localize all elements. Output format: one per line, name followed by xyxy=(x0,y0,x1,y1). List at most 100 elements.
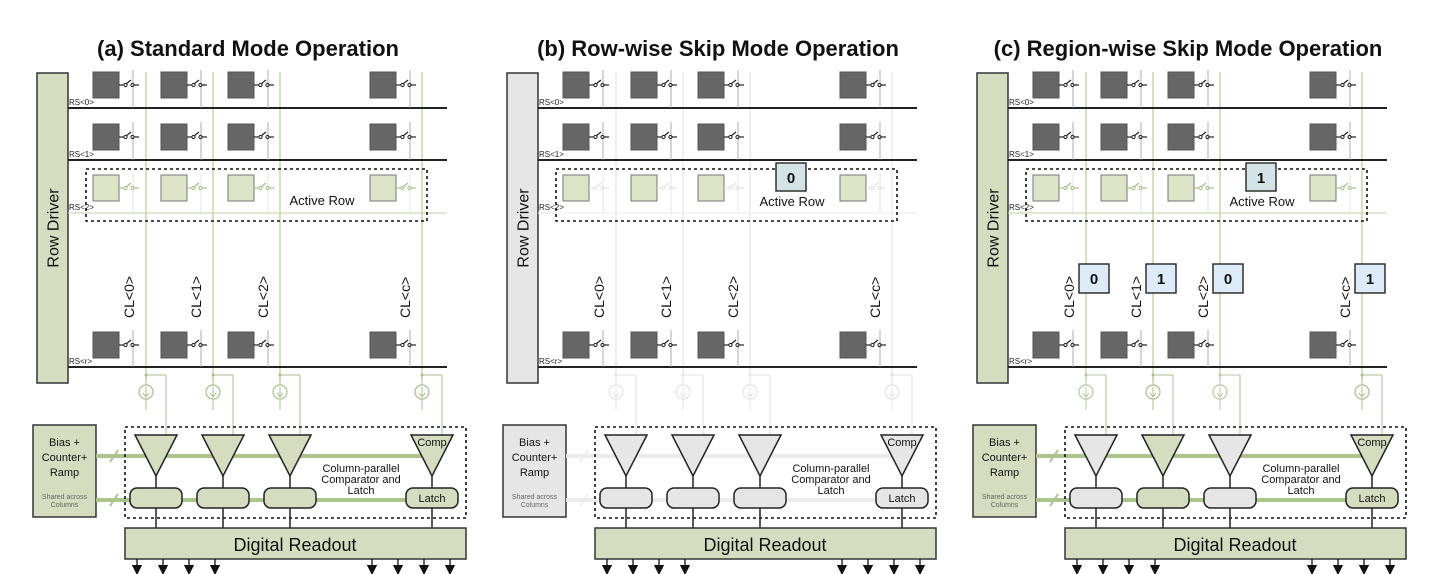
row-select-switch-contact xyxy=(191,185,196,191)
comp-label: Comp xyxy=(1357,437,1386,449)
pixel xyxy=(562,71,590,99)
panel-title: (c) Region-wise Skip Mode Operation xyxy=(994,36,1383,61)
current-arrow-icon xyxy=(142,387,150,398)
row-select-switch-contact xyxy=(735,134,740,140)
row-select-label: RS<2> xyxy=(69,203,94,212)
comparator xyxy=(1140,434,1186,478)
row-select-switch-blade xyxy=(1065,79,1072,85)
pixel xyxy=(160,123,188,151)
latch xyxy=(196,487,250,509)
row-select-switch-contact xyxy=(1138,185,1143,191)
row-select-switch-contact xyxy=(870,342,875,348)
pixel xyxy=(1100,71,1128,99)
row-select-switch-blade xyxy=(1065,182,1072,188)
active-row-region xyxy=(1025,168,1368,222)
row-select-switch-blade xyxy=(730,182,737,188)
latch-label: Latch xyxy=(889,493,916,505)
row-select-switch-contact xyxy=(265,82,270,88)
column-skip-flag-value: 0 xyxy=(1224,271,1232,288)
row-select-switch-contact xyxy=(593,342,598,348)
bias-block-label: Ramp xyxy=(50,467,79,479)
row-select-switch-contact xyxy=(400,185,405,191)
row-select-switch-contact xyxy=(198,82,203,88)
row-select-switch-blade xyxy=(402,182,409,188)
row-select-switch-blade xyxy=(1200,131,1207,137)
bias-block-label: Counter+ xyxy=(982,452,1028,464)
row-select-switch-contact xyxy=(600,134,605,140)
row-select-switch-blade xyxy=(663,131,670,137)
row-select-switch-contact xyxy=(668,82,673,88)
bus-width-mark xyxy=(1049,449,1059,463)
latch xyxy=(129,487,183,509)
row-select-switch-contact xyxy=(400,134,405,140)
row-select-switch-contact xyxy=(1198,185,1203,191)
pixel xyxy=(1100,123,1128,151)
row-driver-block xyxy=(36,72,69,384)
row-select-switch-blade xyxy=(1342,131,1349,137)
row-skip-flag-value: 1 xyxy=(1257,170,1265,187)
pixel xyxy=(227,331,255,359)
pixel xyxy=(92,71,120,99)
row-select-switch-contact xyxy=(870,185,875,191)
row-select-switch-blade xyxy=(1342,339,1349,345)
bus-width-mark xyxy=(109,449,119,463)
row-select-switch-blade xyxy=(1342,182,1349,188)
row-select-switch-contact xyxy=(870,134,875,140)
row-select-switch-contact xyxy=(1340,185,1345,191)
row-select-switch-blade xyxy=(595,131,602,137)
latch xyxy=(263,487,317,509)
row-select-label: RS<2> xyxy=(1009,203,1034,212)
row-select-label: RS<r> xyxy=(69,357,92,366)
comparator xyxy=(200,434,246,478)
row-select-switch-contact xyxy=(130,342,135,348)
pixel xyxy=(630,71,658,99)
row-select-switch-blade xyxy=(872,131,879,137)
row-select-switch-blade xyxy=(193,131,200,137)
row-select-switch-contact xyxy=(1138,82,1143,88)
row-select-switch-contact xyxy=(1063,134,1068,140)
column-label: CL<c> xyxy=(1337,277,1353,318)
column-skip-flag xyxy=(1078,263,1110,294)
digital-readout-block xyxy=(124,527,467,560)
column-label: CL<2> xyxy=(255,276,271,318)
row-skip-flag xyxy=(1245,162,1277,192)
row-driver-label: Row Driver xyxy=(986,188,1003,268)
bus-width-mark xyxy=(1049,493,1059,507)
pixel xyxy=(630,123,658,151)
pixel xyxy=(369,331,397,359)
bias-block-label: Bias + xyxy=(519,437,550,449)
row-select-switch-contact xyxy=(877,342,882,348)
active-pixel xyxy=(839,174,867,202)
comparator xyxy=(1207,434,1253,478)
comparator-region-label: Comparator and xyxy=(1261,474,1341,486)
column-label: CL<2> xyxy=(725,276,741,318)
latch xyxy=(666,487,720,509)
row-select-switch-blade xyxy=(730,79,737,85)
comparator xyxy=(737,434,783,478)
row-select-switch-contact xyxy=(123,342,128,348)
bias-counter-ramp-block xyxy=(502,424,567,518)
row-select-switch-contact xyxy=(400,342,405,348)
row-select-switch-contact xyxy=(123,134,128,140)
row-select-switch-blade xyxy=(595,182,602,188)
row-select-switch-contact xyxy=(407,134,412,140)
pixel xyxy=(1167,331,1195,359)
current-arrow-icon xyxy=(418,387,426,398)
comparator xyxy=(267,434,313,478)
row-select-switch-contact xyxy=(1340,342,1345,348)
comp-label: Comp xyxy=(887,437,916,449)
active-pixel xyxy=(1100,174,1128,202)
current-arrow-icon xyxy=(1358,387,1366,398)
column-label: CL<2> xyxy=(1195,276,1211,318)
current-arrow-icon xyxy=(612,387,620,398)
pixel xyxy=(160,331,188,359)
bus-width-mark xyxy=(579,493,589,507)
pixel xyxy=(630,331,658,359)
column-label: CL<c> xyxy=(867,277,883,318)
latch xyxy=(1203,487,1257,509)
row-select-label: RS<r> xyxy=(1009,357,1032,366)
bias-counter-ramp-block xyxy=(972,424,1037,518)
column-label: CL<0> xyxy=(1061,276,1077,318)
panel-title: (b) Row-wise Skip Mode Operation xyxy=(537,36,899,61)
